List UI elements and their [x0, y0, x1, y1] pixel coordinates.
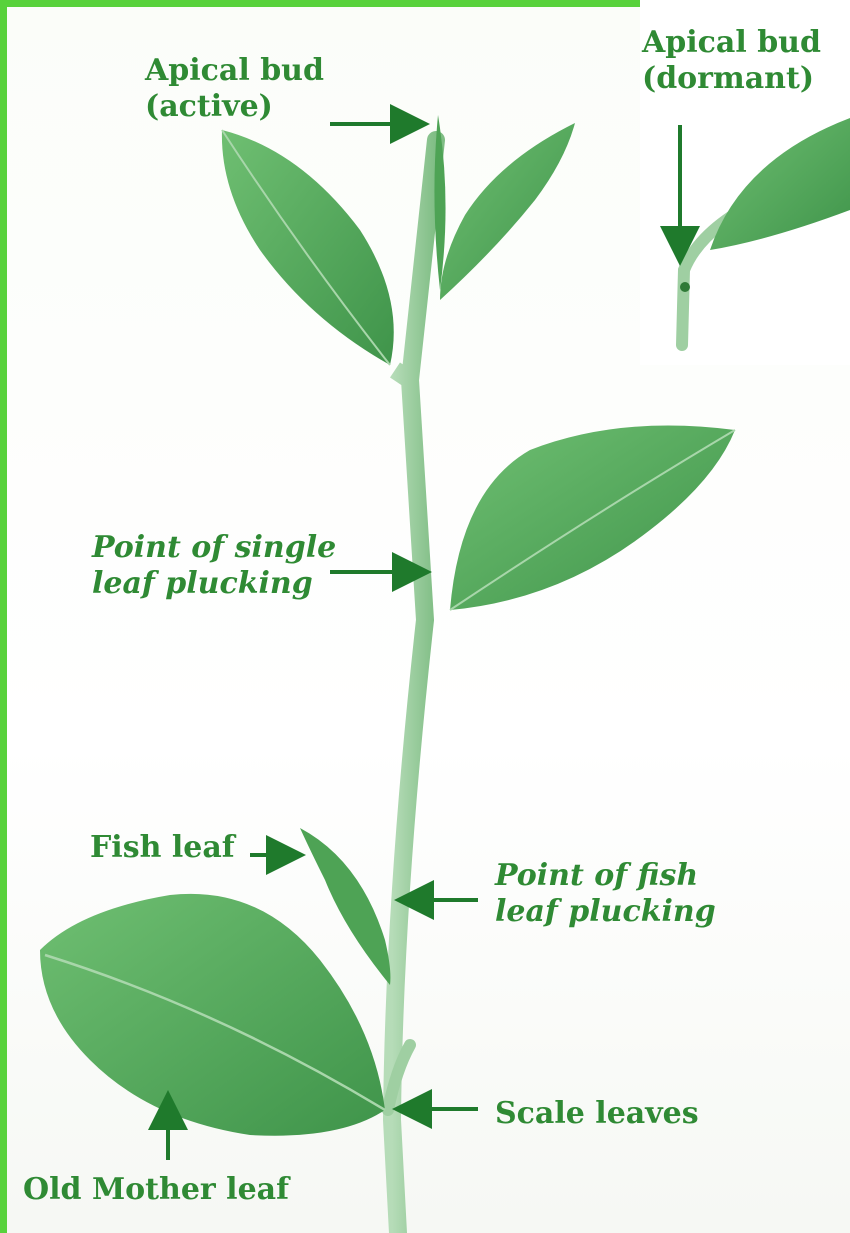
label-point-fish-leaf-plucking: Point of fish leaf plucking — [495, 858, 716, 930]
top-leaf-right — [440, 123, 575, 300]
label-fish-leaf: Fish leaf — [90, 830, 235, 866]
label-point-single-leaf-plucking: Point of single leaf plucking — [92, 530, 336, 602]
label-apical-bud-active: Apical bud (active) — [145, 53, 324, 125]
label-old-mother-leaf: Old Mother leaf — [23, 1172, 289, 1208]
dormant-leaf — [710, 118, 850, 250]
old-mother-leaf-shape — [40, 894, 385, 1136]
dormant-bud — [680, 282, 690, 292]
label-scale-leaves: Scale leaves — [495, 1096, 699, 1132]
top-leaf-left — [222, 130, 394, 365]
label-apical-bud-dormant: Apical bud (dormant) — [642, 25, 821, 97]
